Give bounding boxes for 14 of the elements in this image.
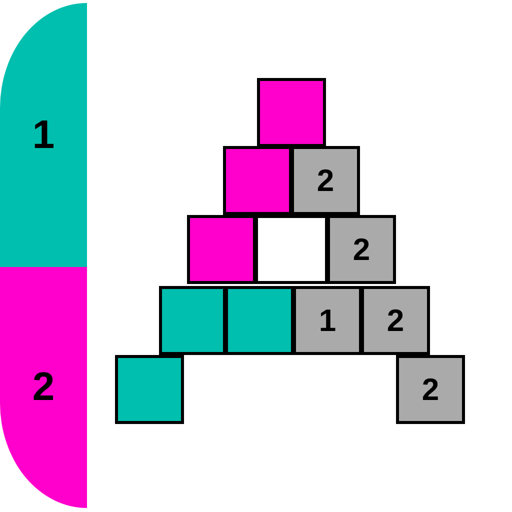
puzzle-tile <box>223 146 292 215</box>
number-band: 2 <box>0 267 87 508</box>
puzzle-tile <box>225 286 294 355</box>
puzzle-tile <box>187 215 256 284</box>
puzzle-tile <box>257 78 326 147</box>
number-tile: 2 <box>327 215 396 284</box>
number-band: 1 <box>0 3 87 267</box>
number-tile: 2 <box>396 355 465 424</box>
puzzle-tile <box>115 355 184 424</box>
puzzle-tile <box>159 286 226 355</box>
number-tile: 2 <box>291 146 360 215</box>
number-tile: 2 <box>361 286 430 355</box>
number-tile: 1 <box>293 286 362 355</box>
puzzle-tile <box>255 215 328 284</box>
